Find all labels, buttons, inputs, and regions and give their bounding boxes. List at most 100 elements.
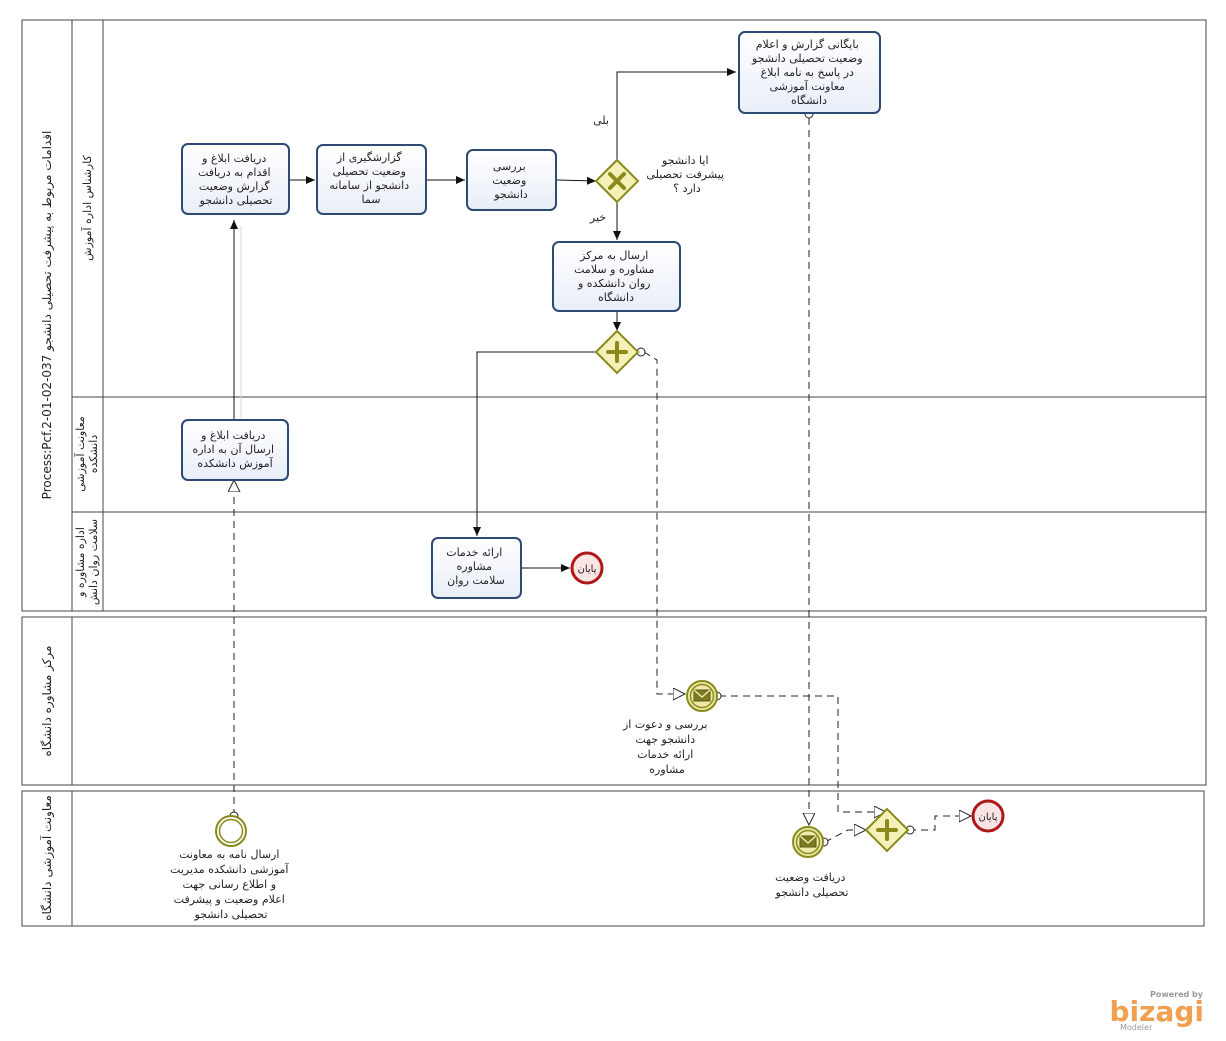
task-receive-report-line: اقدام به دریافت: [198, 166, 271, 179]
task-receive-forward-line: دریافت ابلاغ و: [200, 429, 265, 442]
task-reporting-sama-line: دانشجو از سامانه: [329, 179, 409, 192]
start-event-letter-line: تحصیلی دانشجو: [194, 908, 268, 921]
task-archive-report-line: بایگانی گزارش و اعلام: [756, 38, 859, 51]
task-reporting-sama-line: سما: [362, 193, 381, 206]
task-archive-report-line: معاونت آموزشی: [769, 79, 845, 93]
message-event-counseling-line: دانشجو جهت: [635, 733, 695, 746]
lane-counseling-office-label-1: اداره مشاوره و: [74, 527, 87, 598]
start-event-letter-line: اعلام وضعیت و پیشرفت: [174, 893, 285, 906]
pool-process: Process:Pcf.2-01-02-037 اقدامات مربوط به…: [21, 19, 1207, 612]
task-receive-report-line: دریافت ابلاغ و: [201, 152, 266, 165]
message-event-counseling[interactable]: [686, 680, 718, 712]
message-event-counseling-line: ارائه خدمات: [637, 748, 693, 761]
lane-counseling-office-label-2: سلامت روان دانش: [87, 519, 100, 605]
lane-faculty-deputy-label-2: دانشکده: [87, 435, 100, 474]
task-provide-services-line: سلامت روان: [447, 574, 505, 587]
svg-text:بررسی و دعوت از دانشجو جهت: بررسی و دعوت از دانشجو جهت ارائه خدمات م…: [622, 718, 711, 776]
task-review-status[interactable]: بررسی وضعیت دانشجو: [466, 149, 557, 211]
message-event-status-line: دریافت وضعیت: [775, 871, 845, 884]
end-event-final[interactable]: پایان: [971, 799, 1005, 833]
envelope-icon: [799, 835, 817, 848]
branding-product: Modeler: [1120, 1023, 1153, 1032]
start-event-letter-line: و اطلاع رسانی جهت: [182, 878, 276, 891]
task-provide-services[interactable]: ارائه خدمات مشاوره سلامت روان: [431, 537, 522, 599]
message-event-counseling-line: مشاوره: [649, 763, 685, 776]
msgflow-gateway-to-end: [909, 816, 971, 831]
svg-text:ارسال نامه به معاونت آموزش: ارسال نامه به معاونت آموزشی دانشکده مدیر…: [170, 848, 292, 921]
gateway-question-line: دارد ؟: [673, 182, 701, 195]
svg-text:ارائه خدمات مشاوره: ارائه خدمات مشاوره سلامت روان: [446, 546, 506, 587]
task-provide-services-line: مشاوره: [457, 560, 493, 573]
message-event-receive-status[interactable]: [792, 826, 824, 858]
pool-university-deputy-title: معاونت آموزشی دانشگاه: [39, 795, 55, 921]
svg-text:دریافت ابلاغ و اقدام به: دریافت ابلاغ و اقدام به دریافت گزارش وضع…: [198, 152, 274, 207]
task-receive-forward-line: آموزش دانشکده: [197, 456, 273, 470]
task-reporting-sama[interactable]: گزارشگیری از وضعیت تحصیلی دانشجو از ساما…: [316, 144, 427, 215]
start-event-letter-line: ارسال نامه به معاونت: [179, 848, 279, 861]
svg-text:بررسی وضعیت دانشجو: بررسی وضعیت دانشجو: [492, 160, 530, 201]
end-event-services[interactable]: پایان: [570, 551, 604, 585]
start-event-letter-line: آموزشی دانشکده مدیریت: [170, 862, 289, 876]
pool-counseling-center: مرکز مشاوره دانشگاه: [21, 616, 1207, 786]
end-event-label: پایان: [577, 564, 596, 575]
task-send-to-center-line: مشاوره و سلامت: [574, 263, 654, 276]
task-receive-forward[interactable]: دریافت ابلاغ و ارسال آن به اداره آموزش د…: [181, 419, 289, 481]
plus-icon: [876, 819, 898, 841]
gateway-exclusive[interactable]: [594, 158, 640, 204]
gateway-parallel-join[interactable]: [864, 807, 910, 853]
task-archive-report-line: وضعیت تحصیلی دانشجو: [751, 52, 863, 65]
msgflow-status-to-gateway: [824, 830, 866, 843]
bizagi-logo: Powered by bizagi Modeler: [1110, 990, 1204, 1032]
lane-faculty-deputy-label-1: معاونت آموزشی: [73, 416, 87, 492]
task-archive-report-line: دانشگاه: [791, 94, 827, 107]
task-archive-report[interactable]: بایگانی گزارش و اعلام وضعیت تحصیلی دانشج…: [738, 31, 881, 114]
task-receive-report-line: تحصیلی دانشجو: [199, 194, 273, 207]
gateway-parallel-split[interactable]: [594, 329, 640, 375]
task-reporting-sama-line: گزارشگیری از: [336, 151, 403, 164]
gateway-yes-label: بلی: [593, 114, 609, 127]
task-provide-services-line: ارائه خدمات: [446, 546, 502, 559]
pool-counseling-center-title: مرکز مشاوره دانشگاه: [40, 646, 55, 757]
x-mark-icon: [608, 172, 626, 190]
svg-text:دریافت ابلاغ و ارسال آن: دریافت ابلاغ و ارسال آن به اداره آموزش د…: [192, 429, 277, 470]
svg-text:ارسال به مرکز مشاوره و س: ارسال به مرکز مشاوره و سلامت روان دانشکد…: [574, 249, 658, 304]
end-event-label: پایان: [978, 812, 997, 823]
msgflow-parallel-to-center: [643, 351, 685, 694]
svg-text:بایگانی گزارش و اعلام وض: بایگانی گزارش و اعلام وضعیت تحصیلی دانشج…: [751, 38, 866, 107]
flow-review-to-gateway: [556, 176, 597, 185]
branding-powered: Powered by: [1150, 990, 1204, 999]
task-review-status-line: دانشجو: [493, 188, 528, 201]
task-receive-report[interactable]: دریافت ابلاغ و اقدام به دریافت گزارش وضع…: [181, 143, 290, 215]
task-send-to-center-line: ارسال به مرکز: [579, 249, 648, 262]
message-event-status-line: تحصیلی دانشجو: [775, 886, 849, 899]
message-event-counseling-line: بررسی و دعوت از: [622, 718, 708, 731]
svg-text:ایا دانشجو پیشرفت تحصیلی: ایا دانشجو پیشرفت تحصیلی دارد ؟: [646, 154, 727, 195]
sequence-flows: [230, 68, 736, 572]
gateway-question-line: پیشرفت تحصیلی: [646, 168, 724, 181]
flow-parallel-to-services: [473, 351, 596, 536]
gateway-no-label: خیر: [589, 211, 606, 224]
message-flows: [234, 118, 971, 843]
envelope-icon: [693, 689, 711, 702]
task-send-to-center[interactable]: ارسال به مرکز مشاوره و سلامت روان دانشکد…: [552, 241, 681, 312]
gateway-question-line: ایا دانشجو: [661, 154, 709, 167]
task-archive-report-line: در پاسخ به نامه ابلاغ: [761, 66, 854, 79]
task-review-status-line: بررسی: [493, 160, 526, 173]
pool-process-title: Process:Pcf.2-01-02-037 اقدامات مربوط به…: [40, 131, 55, 500]
svg-text:دریافت وضعیت تحصیلی دانشجو: دریافت وضعیت تحصیلی دانشجو: [775, 871, 849, 899]
task-reporting-sama-line: وضعیت تحصیلی: [333, 165, 406, 178]
branding-name: bizagi: [1110, 995, 1204, 1028]
task-review-status-line: وضعیت: [492, 174, 526, 187]
svg-text:گزارشگیری از وضعیت تحصیل: گزارشگیری از وضعیت تحصیلی دانشجو از ساما…: [329, 151, 412, 206]
flow-gateway-yes: [616, 68, 736, 160]
task-send-to-center-line: دانشگاه: [598, 291, 634, 304]
start-event-letter[interactable]: [215, 815, 247, 847]
plus-icon: [606, 341, 628, 363]
task-receive-forward-line: ارسال آن به اداره: [192, 442, 274, 456]
lane-education-office-label: کارشناس اداره آموزش: [80, 154, 94, 260]
msgflow-center-to-gateway: [719, 695, 886, 812]
pool-university-deputy: معاونت آموزشی دانشگاه: [21, 790, 1205, 927]
task-receive-report-line: گزارش وضعیت: [199, 180, 270, 193]
task-send-to-center-line: روان دانشکده و: [577, 277, 651, 290]
